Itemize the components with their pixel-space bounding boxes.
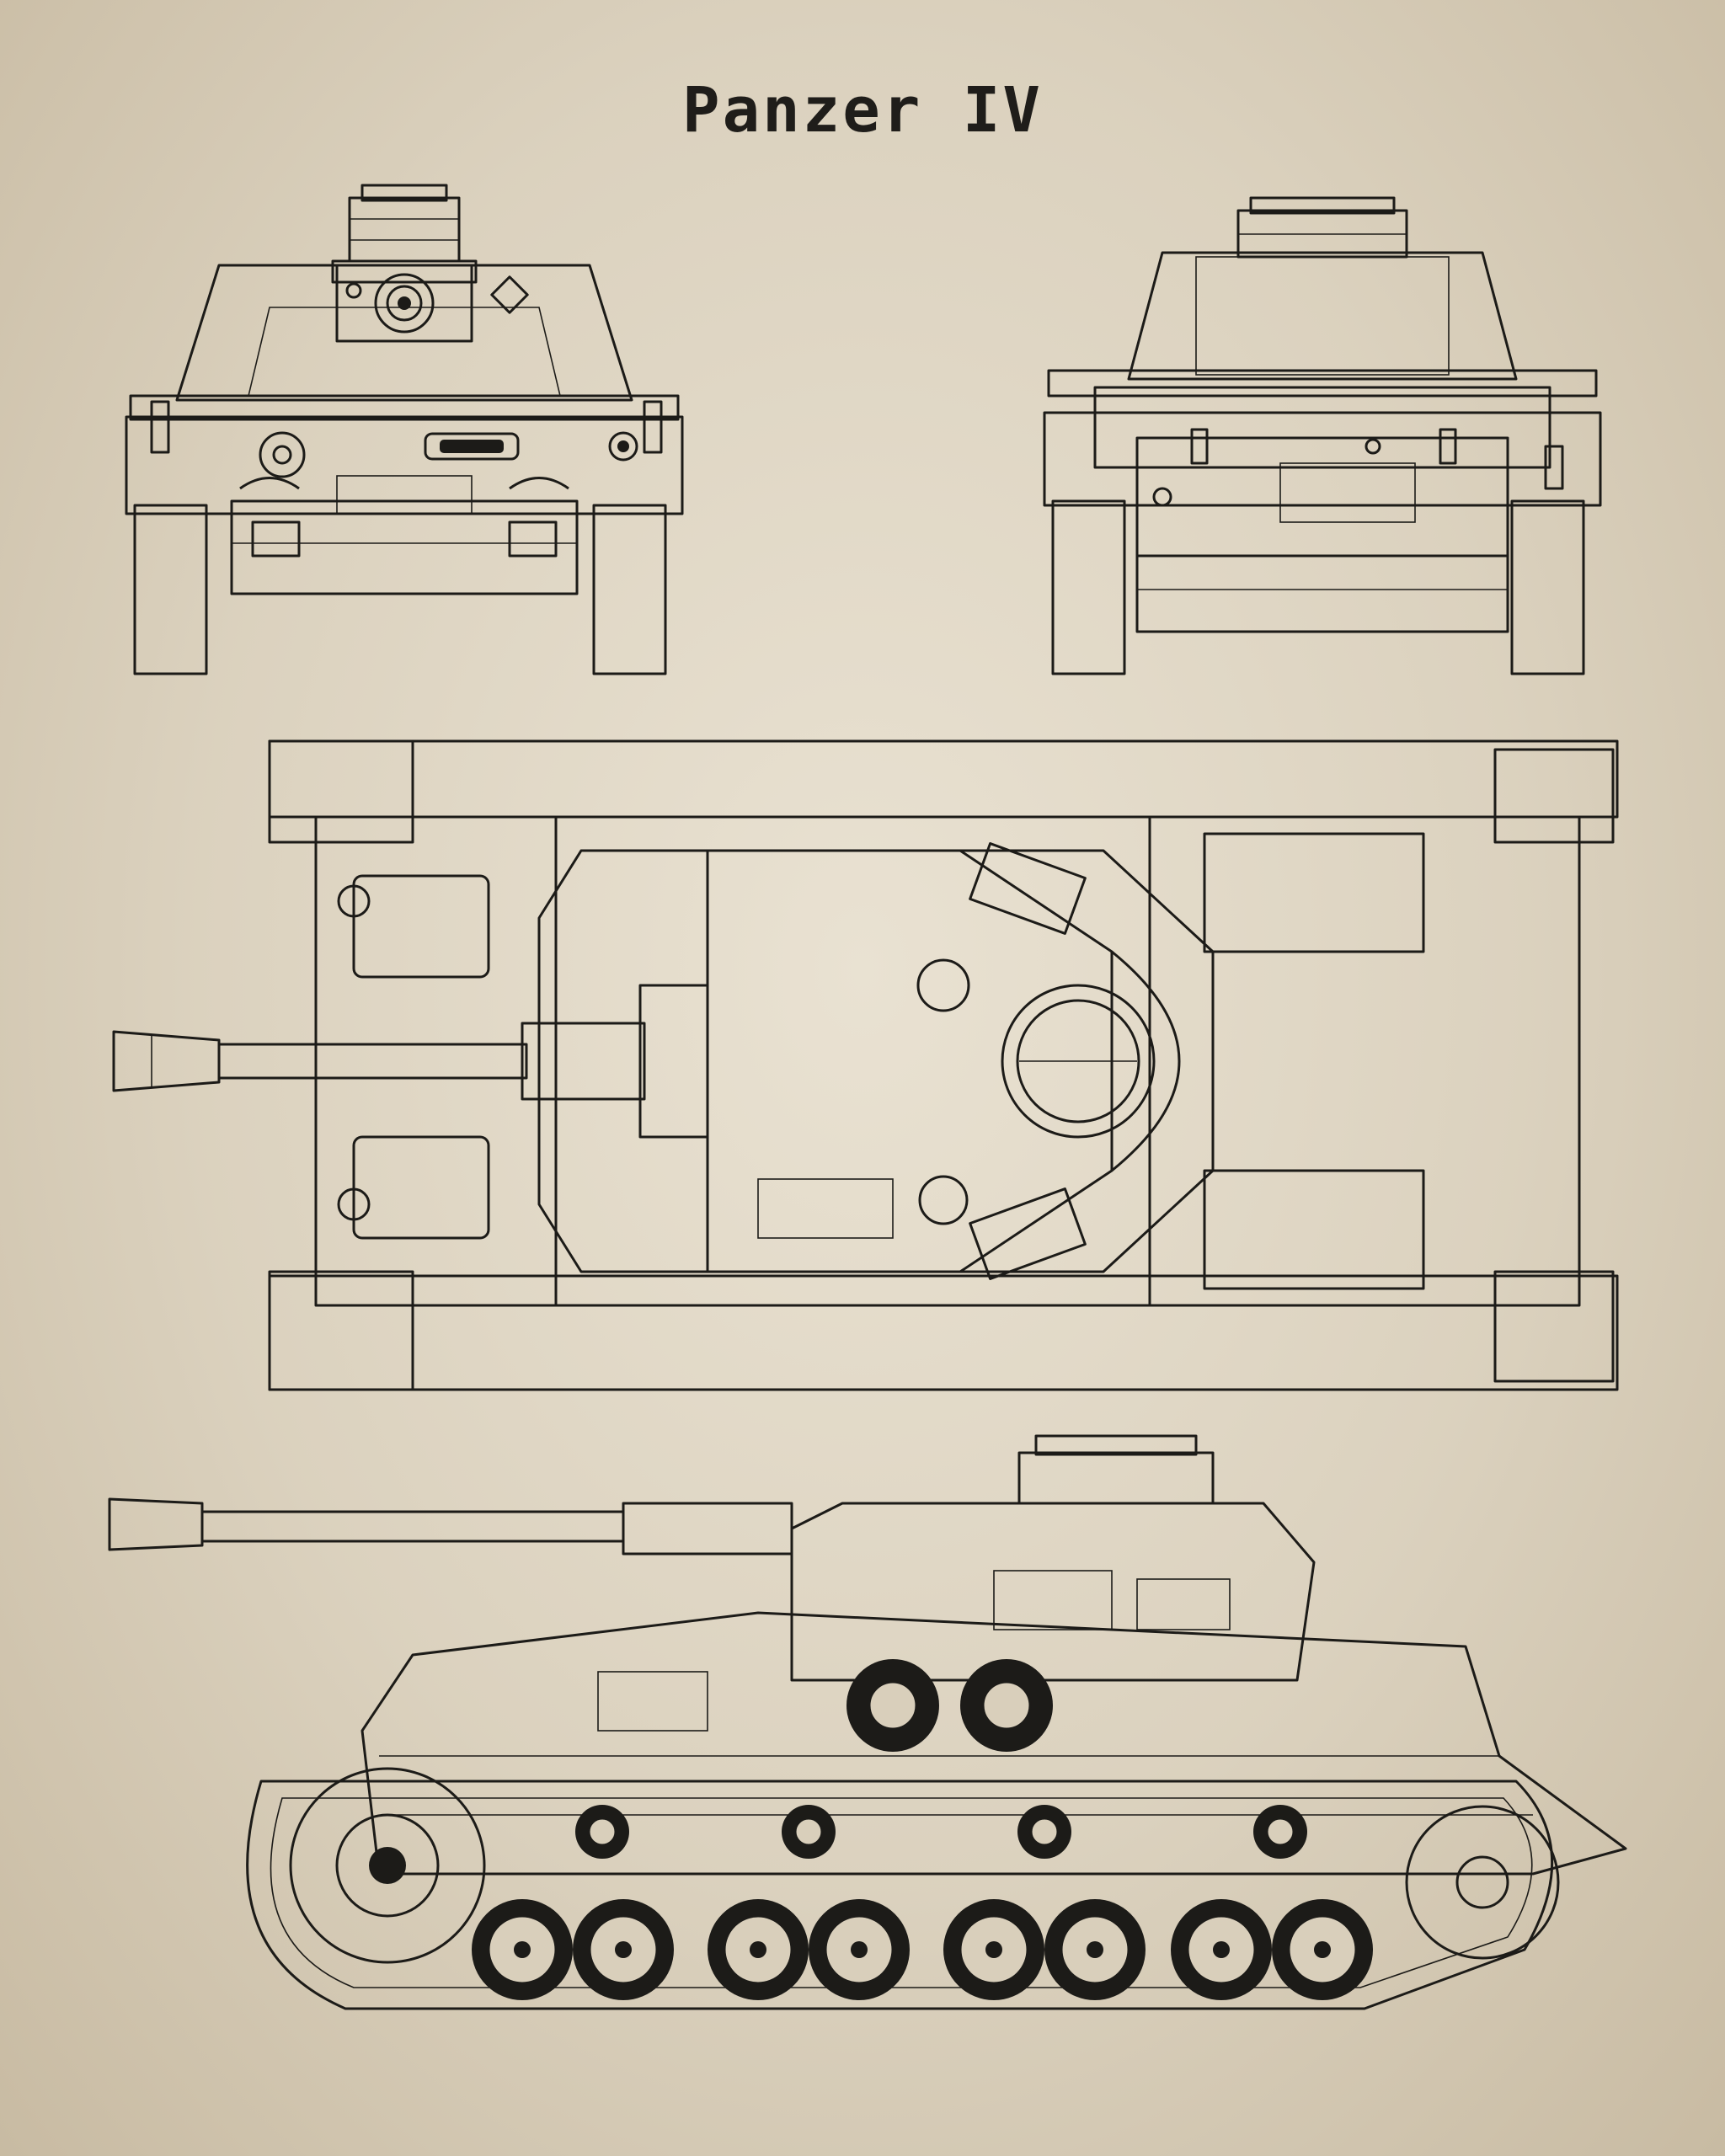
top-commander-cupola [1001, 984, 1156, 1139]
front-lower-hull [230, 499, 579, 595]
side-commander-cupola [1017, 1451, 1215, 1505]
side-turret [790, 1502, 1316, 1682]
side-road-wheels [472, 1899, 1373, 2000]
rear-turret-outline [1127, 251, 1518, 381]
top-driver-hatch [352, 874, 490, 979]
top-hull-deck [314, 815, 1581, 1307]
front-turret-outline [175, 264, 633, 402]
top-muzzle-brake [112, 1030, 221, 1092]
rear-left-track [1051, 499, 1126, 675]
front-view-drawing [125, 184, 684, 675]
side-muzzle-brake [108, 1497, 204, 1551]
top-main-gun-barrel [217, 1043, 528, 1080]
top-gun-mantlet [638, 984, 709, 1139]
front-left-track [133, 504, 208, 675]
side-hull [360, 1611, 1627, 1876]
side-main-gun-barrel [200, 1510, 625, 1543]
poster-title: Panzer IV [682, 74, 1043, 147]
front-hull-plate [125, 415, 684, 515]
side-track [246, 1780, 1554, 2010]
front-right-track [592, 504, 667, 675]
side-return-rollers [575, 1805, 1307, 1859]
rear-view-drawing [1043, 196, 1602, 675]
top-radio-operator-hatch [352, 1135, 490, 1240]
top-engine-louvers [1203, 832, 1425, 1290]
top-left-fender [268, 739, 1619, 819]
front-commander-cupola [348, 196, 461, 263]
front-driver-visor [424, 432, 520, 461]
side-view-drawing [108, 1434, 1627, 2010]
front-gun-mantlet [335, 264, 473, 343]
top-right-fender [268, 1274, 1619, 1391]
side-idler-wheel [1405, 1805, 1560, 1960]
rear-hull-plate [1093, 386, 1551, 469]
front-hull-mg-ball [259, 431, 306, 478]
top-turret-ring-outline [537, 849, 1215, 1273]
rear-right-track [1510, 499, 1585, 675]
side-drive-sprocket [289, 1767, 486, 1964]
top-view-drawing [112, 739, 1619, 1391]
